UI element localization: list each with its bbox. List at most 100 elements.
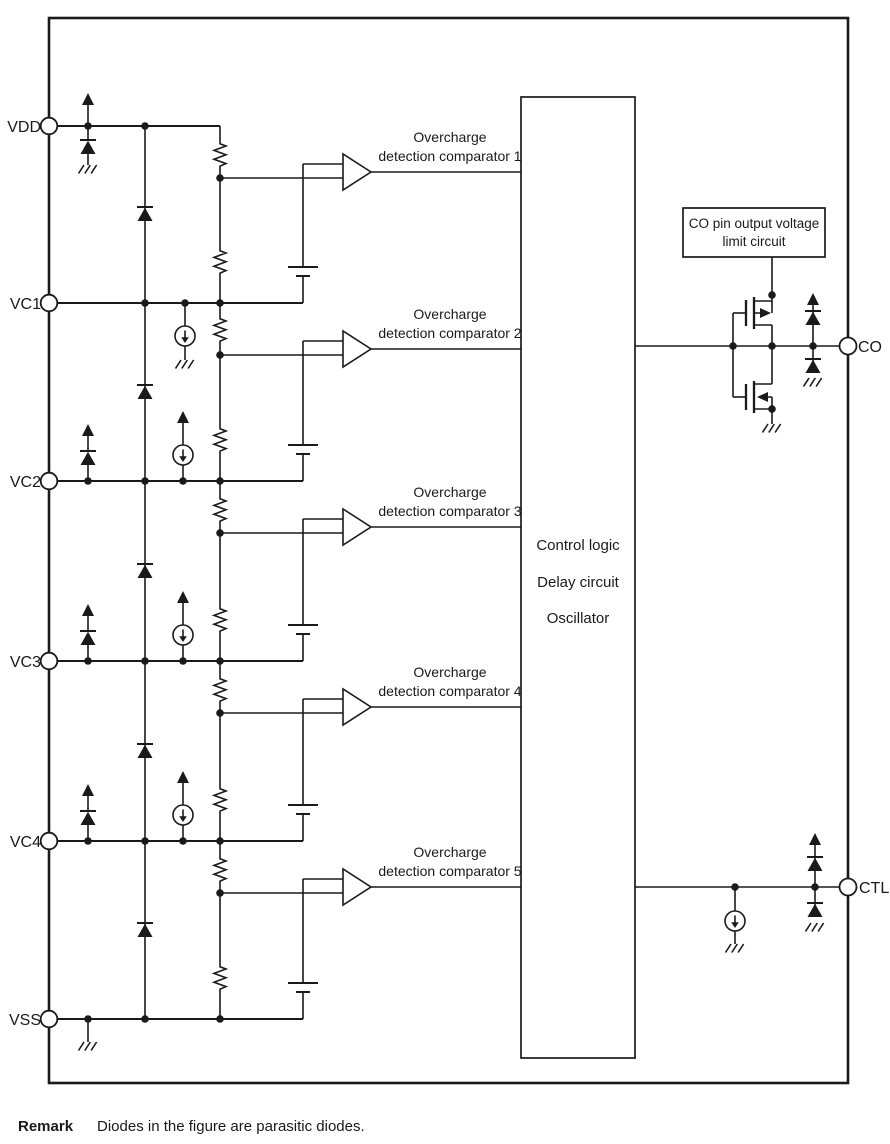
vc4-parasitic-structure xyxy=(79,784,97,841)
diode-icon xyxy=(804,310,822,326)
comparator-3-label-line1: Overcharge xyxy=(413,484,486,500)
comparator-icon xyxy=(342,867,373,907)
control-logic-block: Control logic Delay circuit Oscillator xyxy=(520,96,636,1059)
comparator-5: Overcharge detection comparator 5 xyxy=(220,844,522,1019)
arrow-up-icon xyxy=(82,424,94,436)
pin-rails xyxy=(57,125,303,1020)
ground-icon xyxy=(724,943,745,954)
diode-icon xyxy=(79,450,97,466)
co-limit-label-line1: CO pin output voltage xyxy=(689,216,820,231)
current-source-icon xyxy=(172,804,194,826)
ctl-parasitic-diodes xyxy=(804,833,825,933)
co-parasitic-diodes xyxy=(802,293,823,388)
resistor-icon xyxy=(213,426,227,454)
ground-icon xyxy=(174,359,195,370)
vdd-parasitic-structure xyxy=(77,93,98,175)
ctl-stage xyxy=(635,833,840,954)
parasitic-diode-bus xyxy=(136,126,154,1019)
comparator-4-label-line2: detection comparator 4 xyxy=(378,683,521,699)
arrow-up-icon xyxy=(807,293,819,305)
resistor-icon xyxy=(213,316,227,344)
resistor-icon xyxy=(213,496,227,524)
vc4-pin xyxy=(39,831,59,851)
oscillator-label: Oscillator xyxy=(547,610,610,627)
arrow-up-icon xyxy=(809,833,821,845)
resistor-icon xyxy=(213,141,227,169)
ic-outline xyxy=(47,16,850,1085)
vss-pin-label: VSS xyxy=(9,1012,41,1029)
diode-icon xyxy=(136,206,154,222)
arrow-up-icon xyxy=(177,771,189,783)
resistor-icon xyxy=(213,606,227,634)
vc4-pin-label: VC4 xyxy=(10,834,41,851)
co-limit-label-line2: limit circuit xyxy=(723,234,786,249)
arrow-up-icon xyxy=(82,784,94,796)
vc1-pin xyxy=(39,293,59,313)
vc1-current-source xyxy=(174,303,196,370)
reference-battery-icon xyxy=(288,444,318,455)
remark-label: Remark xyxy=(18,1118,74,1135)
comparator-1-label-line1: Overcharge xyxy=(413,129,486,145)
comparator-1: Overcharge detection comparator 1 xyxy=(220,129,522,303)
current-source-icon xyxy=(172,444,194,466)
vc2-pin xyxy=(39,471,59,491)
vss-ground xyxy=(77,1019,98,1052)
comparator-2-label-line2: detection comparator 2 xyxy=(378,325,521,341)
arrow-up-icon xyxy=(82,93,94,105)
co-output-stage xyxy=(635,293,840,434)
current-source-icon xyxy=(174,325,196,347)
arrow-up-icon xyxy=(177,411,189,423)
vc2-parasitic-structure xyxy=(79,424,97,481)
resistor-icon xyxy=(213,964,227,992)
current-source-icon xyxy=(724,910,746,932)
comparator-1-label-line2: detection comparator 1 xyxy=(378,148,521,164)
reference-battery-icon xyxy=(288,804,318,815)
ground-icon xyxy=(77,1041,98,1052)
resistor-divider-chain xyxy=(213,126,227,1019)
resistor-icon xyxy=(213,676,227,704)
vc1-pin-label: VC1 xyxy=(10,296,41,313)
co-pin-label: CO xyxy=(858,339,882,356)
control-logic-label: Control logic xyxy=(536,537,620,554)
reference-battery-icon xyxy=(288,982,318,993)
vc3-current-source xyxy=(172,591,194,661)
resistor-icon xyxy=(213,856,227,884)
ground-icon xyxy=(77,164,98,175)
arrow-up-icon xyxy=(82,604,94,616)
diode-icon xyxy=(136,743,154,759)
vss-pin xyxy=(39,1009,59,1029)
ground-icon xyxy=(761,423,782,434)
diode-icon xyxy=(79,139,97,155)
co-limit-circuit-block: CO pin output voltage limit circuit xyxy=(682,207,826,295)
vdd-pin-label: VDD xyxy=(7,119,41,136)
resistor-icon xyxy=(213,786,227,814)
ctl-pin-label: CTL xyxy=(859,880,889,897)
remark: Remark Diodes in the figure are parasiti… xyxy=(18,1118,365,1135)
ctl-pin xyxy=(838,877,858,897)
pmos-transistor-icon xyxy=(733,295,773,346)
comparator-5-label-line2: detection comparator 5 xyxy=(378,863,521,879)
diode-icon xyxy=(806,856,824,872)
comparator-2-label-line1: Overcharge xyxy=(413,306,486,322)
comparator-icon xyxy=(342,329,373,369)
comparator-icon xyxy=(342,507,373,547)
comparator-3: Overcharge detection comparator 3 xyxy=(220,484,522,661)
diode-icon xyxy=(136,922,154,938)
comparator-4-label-line1: Overcharge xyxy=(413,664,486,680)
ground-icon xyxy=(802,377,823,388)
delay-circuit-label: Delay circuit xyxy=(537,574,620,591)
ground-icon xyxy=(804,922,825,933)
ctl-current-source xyxy=(724,887,746,954)
vc3-pin-label: VC3 xyxy=(10,654,41,671)
arrow-up-icon xyxy=(177,591,189,603)
diode-icon xyxy=(136,563,154,579)
reference-battery-icon xyxy=(288,624,318,635)
vc2-pin-label: VC2 xyxy=(10,474,41,491)
resistor-icon xyxy=(213,248,227,276)
diode-icon xyxy=(804,358,822,374)
comparator-icon xyxy=(342,687,373,727)
junction-dots xyxy=(84,122,819,1023)
diode-icon xyxy=(79,630,97,646)
current-source-icon xyxy=(172,624,194,646)
